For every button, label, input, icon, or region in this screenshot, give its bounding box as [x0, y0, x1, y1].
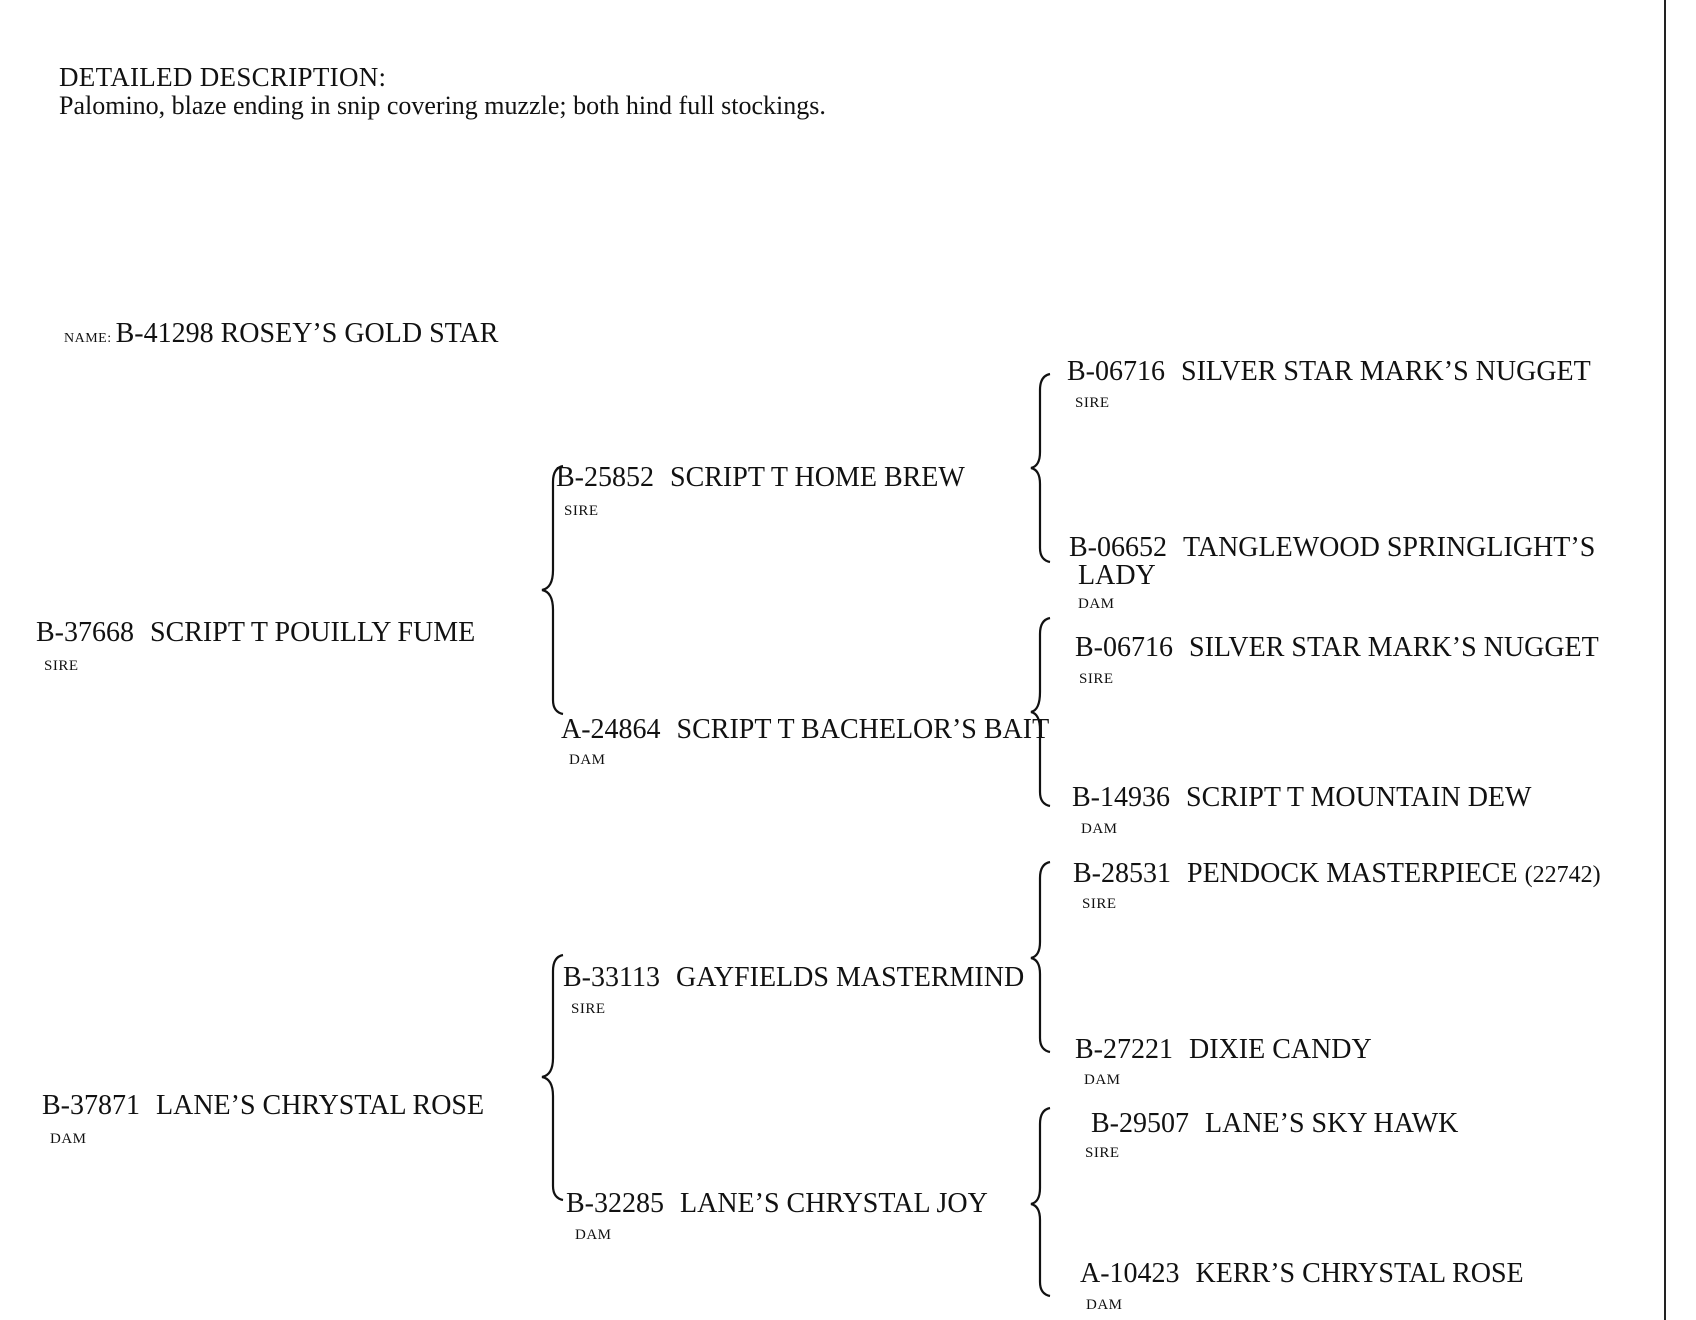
page-edge-rule — [1664, 0, 1666, 1320]
sire-sire-sire-entry: B-06716 SILVER STAR MARK’S NUGGET — [1067, 356, 1591, 388]
sire-sire-dam-name-cont: LADY — [1078, 560, 1156, 591]
bracket-script-t-home-brew — [1030, 372, 1051, 564]
sire-dam-name: SCRIPT T BACHELOR’S BAIT — [676, 714, 1050, 745]
dam-sire-role: SIRE — [571, 1001, 606, 1017]
sire-dam-sire-entry: B-06716 SILVER STAR MARK’S NUGGET — [1075, 632, 1599, 664]
dam-sire-sire-extra: (22742) — [1524, 862, 1601, 888]
sire-sire-reg: B-25852 — [556, 462, 654, 493]
dam-dam-dam-reg: A-10423 — [1080, 1258, 1180, 1289]
horse-name-row: NAME: B-41298 ROSEY’S GOLD STAR — [64, 318, 498, 350]
dam-sire-dam-entry: B-27221 DIXIE CANDY — [1075, 1034, 1372, 1066]
sire-sire-role: SIRE — [564, 503, 599, 519]
sire-reg: B-37668 — [36, 617, 134, 648]
sire-name: SCRIPT T POUILLY FUME — [150, 617, 476, 648]
dam-sire-reg: B-33113 — [563, 962, 660, 993]
sire-dam-entry: A-24864 SCRIPT T BACHELOR’S BAIT — [561, 714, 1049, 746]
dam-dam-sire-role: SIRE — [1085, 1145, 1120, 1161]
dam-dam-dam-name: KERR’S CHRYSTAL ROSE — [1195, 1258, 1524, 1289]
dam-sire-sire-reg: B-28531 — [1073, 858, 1171, 889]
dam-dam-sire-reg: B-29507 — [1091, 1108, 1189, 1139]
sire-dam-dam-entry: B-14936 SCRIPT T MOUNTAIN DEW — [1072, 782, 1531, 814]
dam-sire-dam-reg: B-27221 — [1075, 1034, 1173, 1065]
bracket-lanes-chrystal-joy — [1030, 1106, 1051, 1298]
dam-reg: B-37871 — [42, 1090, 140, 1121]
sire-sire-sire-name: SILVER STAR MARK’S NUGGET — [1181, 356, 1591, 387]
dam-sire-entry: B-33113 GAYFIELDS MASTERMIND — [563, 962, 1024, 994]
sire-dam-reg: A-24864 — [561, 714, 661, 745]
sire-sire-sire-reg: B-06716 — [1067, 356, 1165, 387]
dam-sire-sire-entry: B-28531 PENDOCK MASTERPIECE (22742) — [1073, 858, 1601, 890]
dam-dam-name: LANE’S CHRYSTAL JOY — [680, 1188, 988, 1219]
bracket-dam-line — [541, 953, 564, 1202]
sire-dam-role: DAM — [569, 752, 606, 768]
dam-dam-reg: B-32285 — [566, 1188, 664, 1219]
dam-dam-dam-role: DAM — [1086, 1297, 1123, 1313]
horse-name: B-41298 ROSEY’S GOLD STAR — [115, 318, 499, 349]
description-heading: DETAILED DESCRIPTION: — [59, 62, 387, 92]
description-text: Palomino, blaze ending in snip covering … — [59, 91, 826, 120]
dam-sire-dam-role: DAM — [1084, 1072, 1121, 1088]
dam-entry: B-37871 LANE’S CHRYSTAL ROSE — [42, 1090, 484, 1122]
sire-dam-sire-role: SIRE — [1079, 671, 1114, 687]
bracket-sire-line — [541, 464, 564, 716]
dam-dam-sire-entry: B-29507 LANE’S SKY HAWK — [1091, 1108, 1458, 1140]
sire-dam-dam-reg: B-14936 — [1072, 782, 1170, 813]
dam-sire-sire-name: PENDOCK MASTERPIECE — [1187, 858, 1518, 889]
sire-dam-sire-name: SILVER STAR MARK’S NUGGET — [1189, 632, 1599, 663]
bracket-script-t-bachelors-bait — [1030, 616, 1051, 808]
dam-sire-sire-role: SIRE — [1082, 896, 1117, 912]
dam-dam-entry: B-32285 LANE’S CHRYSTAL JOY — [566, 1188, 988, 1220]
sire-entry: B-37668 SCRIPT T POUILLY FUME — [36, 617, 475, 649]
sire-sire-dam-reg: B-06652 — [1069, 532, 1167, 563]
sire-role: SIRE — [44, 658, 79, 674]
dam-name: LANE’S CHRYSTAL ROSE — [156, 1090, 485, 1121]
dam-sire-dam-name: DIXIE CANDY — [1189, 1034, 1372, 1065]
name-label: NAME: — [64, 331, 112, 346]
sire-sire-dam-entry: B-06652 TANGLEWOOD SPRINGLIGHT’S — [1069, 532, 1595, 564]
sire-sire-name: SCRIPT T HOME BREW — [670, 462, 965, 493]
dam-role: DAM — [50, 1131, 87, 1147]
sire-dam-dam-name: SCRIPT T MOUNTAIN DEW — [1186, 782, 1532, 813]
dam-dam-sire-name: LANE’S SKY HAWK — [1205, 1108, 1459, 1139]
dam-dam-dam-entry: A-10423 KERR’S CHRYSTAL ROSE — [1080, 1258, 1524, 1290]
sire-dam-sire-reg: B-06716 — [1075, 632, 1173, 663]
dam-sire-name: GAYFIELDS MASTERMIND — [675, 962, 1025, 993]
sire-sire-entry: B-25852 SCRIPT T HOME BREW — [556, 462, 965, 494]
dam-dam-role: DAM — [575, 1227, 612, 1243]
sire-dam-dam-role: DAM — [1081, 821, 1118, 837]
bracket-gayfields-mastermind — [1030, 860, 1051, 1054]
sire-sire-sire-role: SIRE — [1075, 395, 1110, 411]
sire-sire-dam-name: TANGLEWOOD SPRINGLIGHT’S — [1183, 532, 1596, 563]
sire-sire-dam-role: DAM — [1078, 596, 1115, 612]
